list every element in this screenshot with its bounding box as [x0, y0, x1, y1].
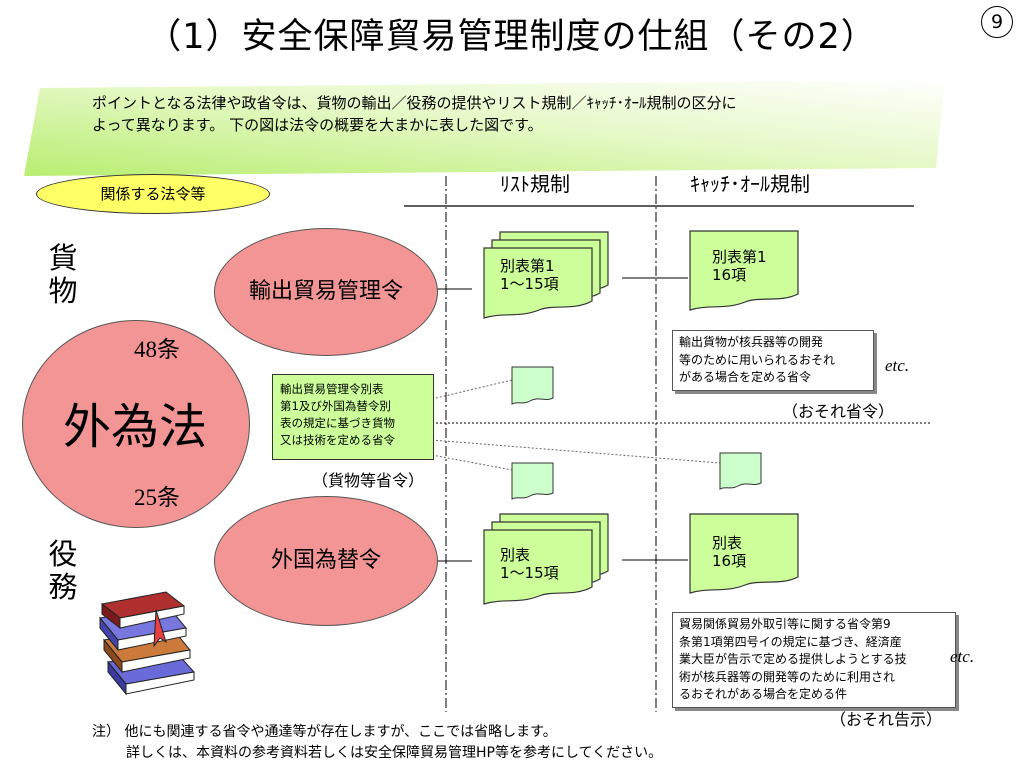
doc-goods-list-line-2: 1～15項 — [500, 275, 559, 293]
goods-order-line-2: 第1及び外国為替令別 — [280, 399, 391, 413]
doc-services-catch-line-1: 別表 — [712, 534, 743, 552]
etc-label-1: etc. — [885, 356, 910, 375]
dotted-connector-1 — [431, 379, 513, 400]
side-label-services-char-1: 役 — [48, 537, 78, 571]
sticky-note-2 — [511, 462, 554, 500]
goods-order-text: 輸出貿易管理令別表 第1及び外国為替令別 表の規定に基づき貨物 又は技術を定める… — [280, 381, 428, 449]
dotted-connector-2 — [431, 439, 721, 464]
doc-goods-list-text: 別表第1 1～15項 — [500, 257, 559, 293]
side-label-services-char-2: 務 — [48, 570, 78, 604]
doc-services-catch-text: 別表 16項 — [712, 534, 746, 570]
column-header-list-control: ﾘｽﾄ規制 — [500, 172, 570, 196]
doc-services-list-line-1: 別表 — [500, 546, 531, 564]
concern-notice-line-5: るおそれがある場合を定める件 — [679, 687, 848, 701]
side-label-services: 役 務 — [46, 538, 80, 604]
fx-law-label: 外為法 — [62, 399, 207, 455]
doc-goods-catch-text: 別表第1 16項 — [712, 248, 767, 284]
dotted-connector-3 — [431, 454, 513, 471]
doc-services-list-line-2: 1～15項 — [500, 564, 559, 582]
intro-line-2: よって異なります。 下の図は法令の概要を大まかに表した図です。 — [92, 116, 543, 134]
concern-order-caption: （おそれ省令） — [782, 402, 895, 421]
doc-goods-catch-line-2: 16項 — [712, 266, 747, 284]
concern-notice-line-3: 業大臣が告示で定める提供しようとする技 — [679, 652, 907, 666]
concern-order-note: 輸出貨物が核兵器等の開発 等のために用いられるおそれ がある場合を定める省令 — [672, 330, 874, 391]
intro-line-1: ポイントとなる法律や政省令は、貨物の輸出／役務の提供やリスト規制／ｷｬｯﾁ･ｵｰ… — [92, 94, 737, 112]
concern-notice-line-1: 貿易関係貿易外取引等に関する省令第9 — [679, 617, 891, 631]
books-icon — [99, 591, 195, 696]
intro-text: ポイントとなる法律や政省令は、貨物の輸出／役務の提供やリスト規制／ｷｬｯﾁ･ｵｰ… — [92, 92, 932, 136]
concern-order-line-2: 等のために用いられるおそれ — [679, 352, 836, 367]
goods-order-caption: （貨物等省令） — [312, 471, 425, 490]
concern-notice-caption: （おそれ告示） — [830, 710, 943, 729]
sticky-note-1 — [511, 366, 554, 405]
column-header-catch-all: ｷｬｯﾁ･ｵｰﾙ規制 — [690, 172, 810, 196]
doc-goods-catch-line-1: 別表第1 — [712, 248, 767, 266]
side-label-goods: 貨 物 — [46, 242, 80, 308]
foreign-exchange-order: 外国為替令 — [214, 496, 438, 626]
concern-notice-note: 貿易関係貿易外取引等に関する省令第9 条第1項第四号イの規定に基づき、経済産 業… — [672, 612, 956, 708]
doc-services-catch-line-2: 16項 — [712, 552, 747, 570]
page-title: （1）安全保障貿易管理制度の仕組（その2） — [146, 17, 877, 57]
article-25-label: 25条 — [134, 485, 180, 510]
concern-order-line-3: がある場合を定める省令 — [679, 370, 812, 384]
etc-label-2: etc. — [950, 647, 975, 666]
concern-notice-line-2: 条第1項第四号イの規定に基づき、経済産 — [679, 634, 902, 649]
doc-services-list-text: 別表 1～15項 — [500, 546, 559, 582]
goods-order-box — [272, 374, 434, 460]
page-number-badge: 9 — [981, 6, 1013, 38]
export-trade-control-order: 輸出貿易管理令 — [214, 228, 438, 356]
side-label-goods-char-2: 物 — [48, 274, 78, 308]
doc-goods-list-line-1: 別表第1 — [500, 257, 555, 275]
footnote-line-1: 注） 他にも関連する省令や通達等が存在しますが、ここでは省略します。 — [92, 724, 557, 740]
concern-notice-line-4: 術が核兵器等の開発等のために利用され — [679, 669, 896, 684]
goods-order-line-4: 又は技術を定める省令 — [280, 433, 395, 447]
fx-law-circle — [22, 320, 250, 528]
article-48-label: 48条 — [134, 337, 180, 362]
side-label-goods-char-1: 貨 — [48, 241, 78, 275]
goods-order-line-3: 表の規定に基づき貨物 — [280, 416, 395, 430]
footnote-line-2: 詳しくは、本資料の参考資料若しくは安全保障貿易管理HP等を参考にしてください。 — [126, 745, 663, 761]
sticky-note-3 — [719, 452, 762, 490]
related-laws-label: 関係する法令等 — [36, 174, 270, 214]
goods-order-line-1: 輸出貿易管理令別表 — [280, 382, 384, 396]
concern-order-line-1: 輸出貨物が核兵器等の開発 — [679, 335, 824, 349]
